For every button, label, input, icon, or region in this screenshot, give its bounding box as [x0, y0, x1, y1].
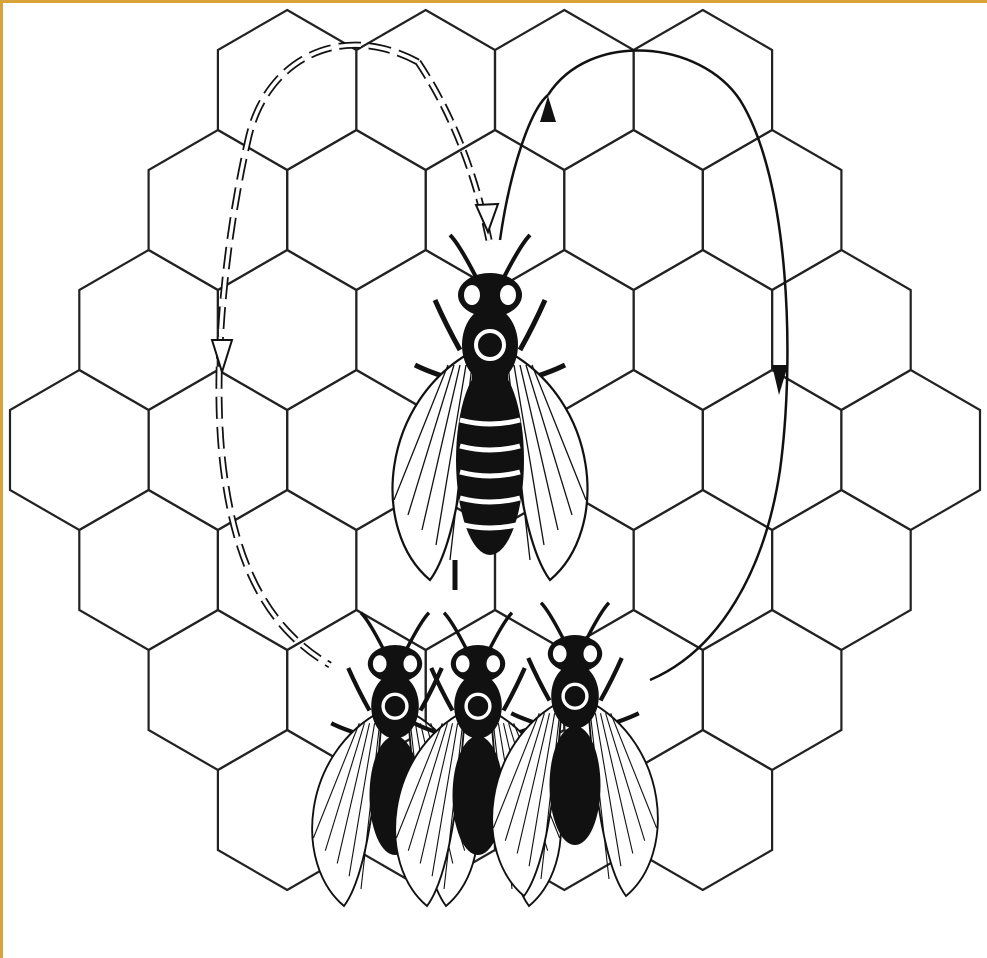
comb-cell: [79, 490, 218, 650]
bee-eye: [404, 655, 418, 672]
comb-cell: [564, 130, 703, 290]
bee-eye: [500, 285, 516, 305]
bee-leg: [435, 300, 460, 350]
comb-cell: [79, 250, 218, 410]
comb-cell: [356, 10, 495, 170]
bee-eye: [373, 655, 387, 672]
comb-cell: [841, 370, 980, 530]
comb-cell: [218, 10, 357, 170]
comb-cell: [149, 610, 288, 770]
bee-leg: [528, 658, 549, 701]
dancer-bee: [393, 235, 588, 580]
comb-cell: [495, 10, 634, 170]
down-arrow-left-icon: [212, 340, 232, 372]
bee-eye: [464, 285, 480, 305]
comb-cell: [703, 130, 842, 290]
bee-leg: [431, 668, 452, 711]
bee-leg: [421, 668, 442, 711]
bee-leg: [601, 658, 622, 701]
down-arrow-top-icon: [476, 204, 498, 232]
return-path-left: [212, 45, 418, 665]
bee-abdomen: [550, 726, 601, 845]
comb-cell: [703, 610, 842, 770]
bee-leg: [520, 300, 545, 350]
comb-cell: [772, 490, 911, 650]
bee-eye: [584, 645, 598, 662]
follower-bee-right: [492, 603, 658, 896]
comb-cell: [634, 10, 773, 170]
bee-leg: [348, 668, 369, 711]
bee-leg: [504, 668, 525, 711]
bee-thorax: [371, 674, 419, 739]
comb-cell: [149, 370, 288, 530]
return-path-top: [418, 62, 498, 245]
comb-cell: [218, 250, 357, 410]
comb-cell: [149, 130, 288, 290]
comb-cell: [772, 250, 911, 410]
bee-eye: [456, 655, 470, 672]
bee-eye: [487, 655, 501, 672]
bee-thorax: [454, 674, 502, 739]
bee-eye: [553, 645, 567, 662]
comb-cell: [634, 250, 773, 410]
comb-cell: [10, 370, 149, 530]
bee-thorax: [551, 664, 599, 729]
comb-cell: [287, 130, 426, 290]
